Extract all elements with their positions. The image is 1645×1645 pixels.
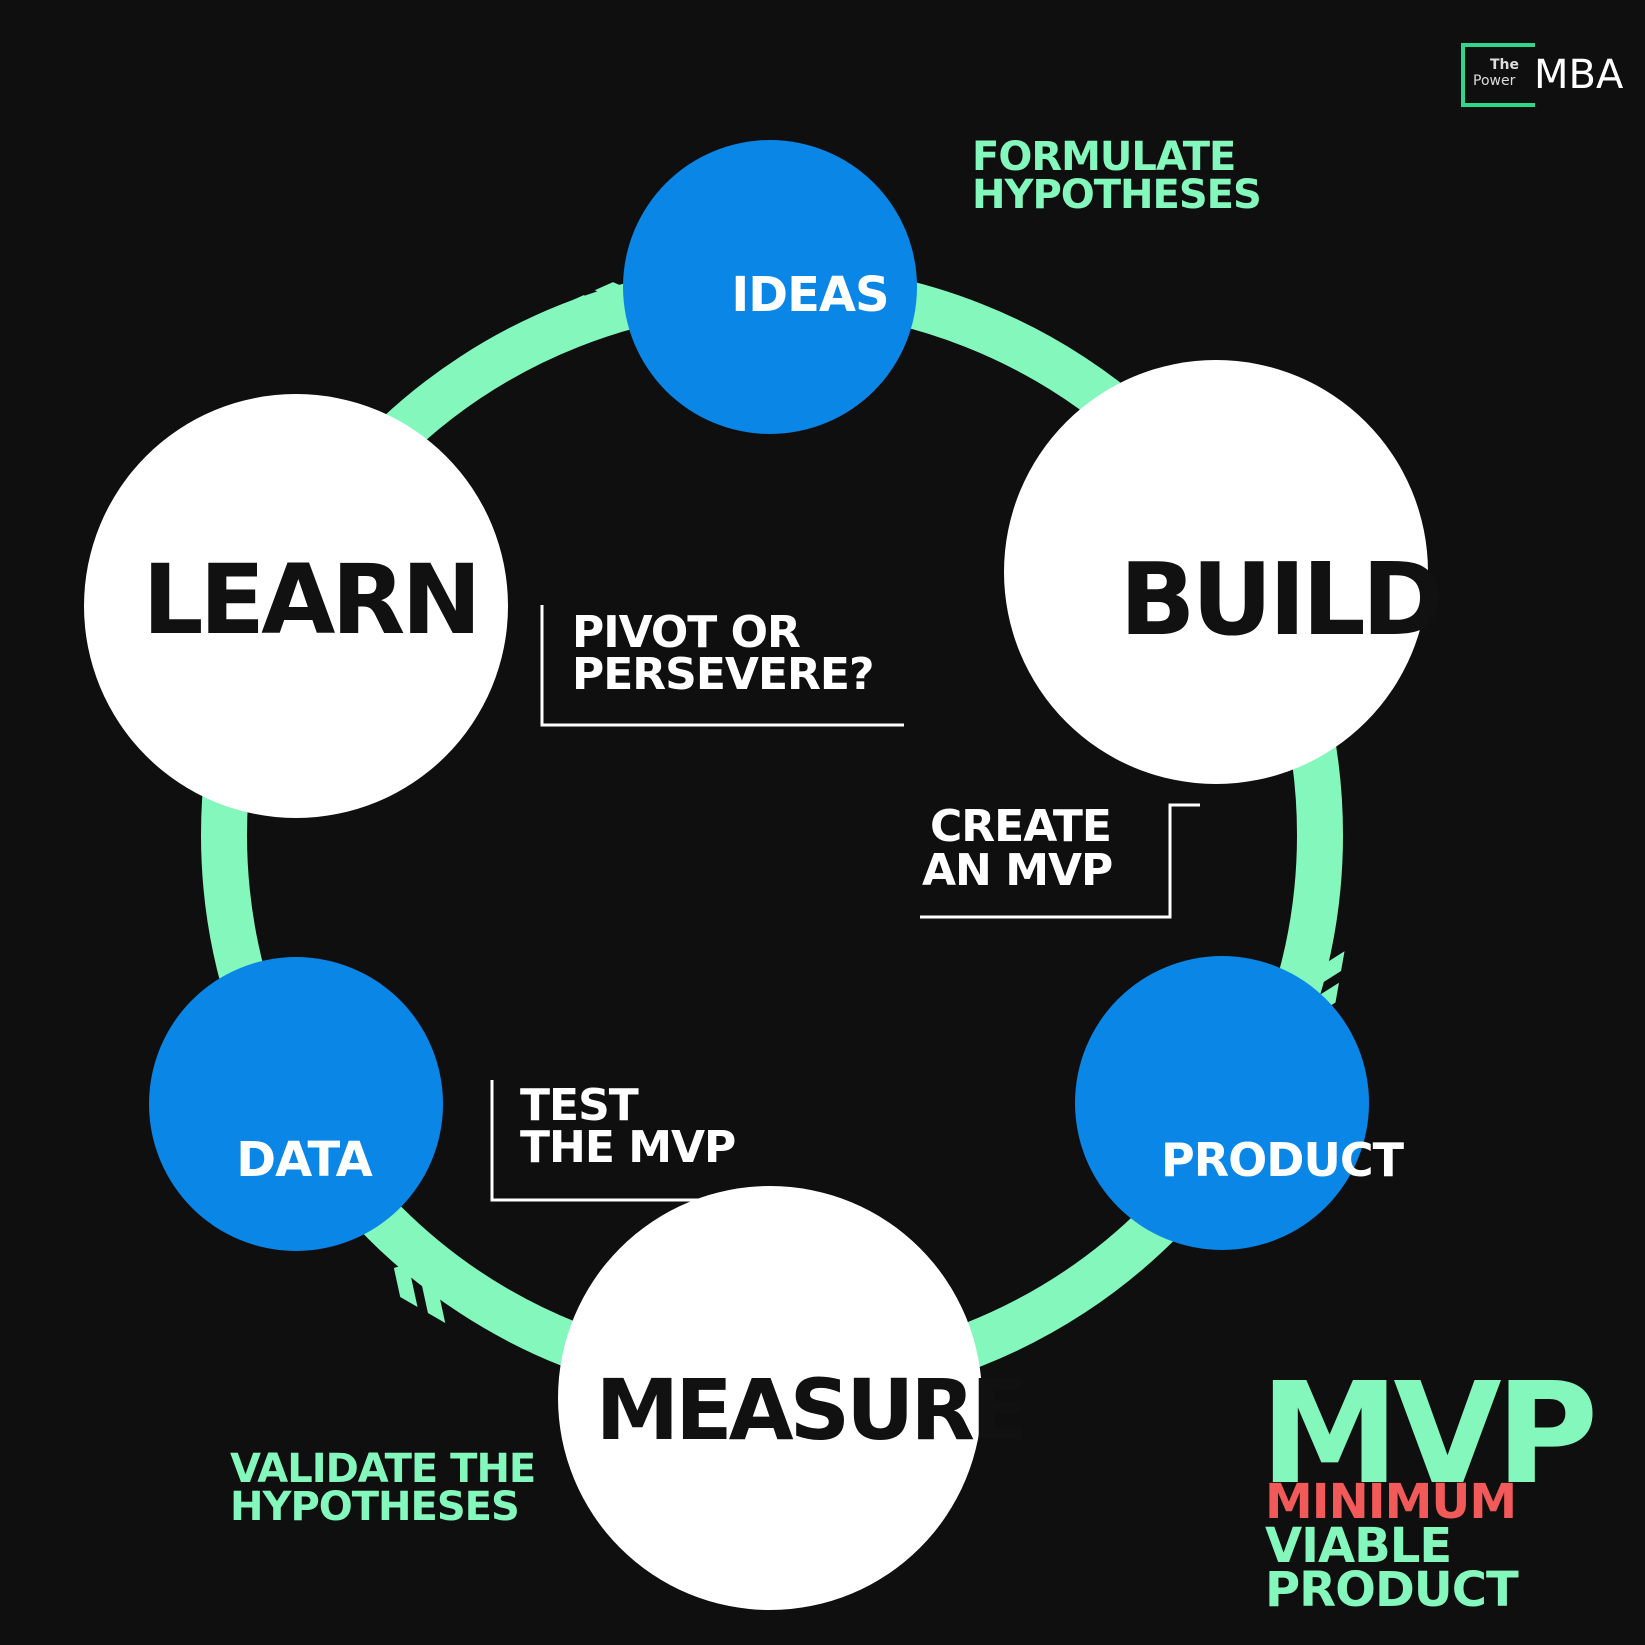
label-learn: LEARN	[142, 544, 481, 656]
annotation-validate: VALIDATE THE HYPOTHESES	[230, 1446, 536, 1530]
annotation-line: TEST	[520, 1080, 639, 1131]
annotation-formulate: FORMULATE HYPOTHESES	[972, 134, 1262, 218]
annotation-line: FORMULATE	[972, 134, 1236, 180]
annotation-line: HYPOTHESES	[972, 172, 1262, 218]
node-measure	[558, 1186, 982, 1610]
node-build	[1004, 360, 1428, 784]
logo-the: The	[1490, 57, 1520, 73]
annotation-test: TEST THE MVP	[520, 1080, 736, 1173]
label-measure: MEASURE	[595, 1361, 1029, 1459]
annotation-create: CREATE AN MVP	[922, 801, 1113, 896]
label-data: DATA	[236, 1132, 372, 1188]
logo-power: Power	[1473, 73, 1516, 89]
annotation-line: PIVOT OR	[572, 607, 801, 658]
label-build: BUILD	[1119, 541, 1444, 658]
node-product	[1075, 956, 1369, 1250]
mvp-title: MVP	[1260, 1353, 1598, 1516]
label-product: PRODUCT	[1161, 1133, 1404, 1187]
logo-bracket	[1461, 43, 1535, 107]
annotation-pivot: PIVOT OR PERSEVERE?	[572, 607, 875, 700]
chevron-icon-data	[393, 1258, 468, 1324]
logo-mba: MBA	[1534, 52, 1624, 98]
annotation-line: HYPOTHESES	[230, 1484, 520, 1530]
annotation-line: CREATE	[930, 801, 1112, 852]
annotation-line: PERSEVERE?	[572, 649, 875, 700]
pivot-bracket	[540, 605, 904, 727]
mvp-viable: VIABLE	[1265, 1518, 1452, 1574]
create-bracket	[920, 803, 1200, 919]
annotation-line: AN MVP	[922, 845, 1113, 896]
node-data	[149, 957, 443, 1251]
node-learn	[84, 394, 508, 818]
mvp-product: PRODUCT	[1265, 1562, 1519, 1618]
annotation-line: VALIDATE THE	[230, 1446, 536, 1492]
annotation-line: THE MVP	[520, 1122, 736, 1173]
label-ideas: IDEAS	[731, 267, 889, 323]
mvp-minimum: MINIMUM	[1265, 1474, 1517, 1530]
node-ideas	[623, 140, 917, 434]
test-bracket	[490, 1080, 750, 1202]
